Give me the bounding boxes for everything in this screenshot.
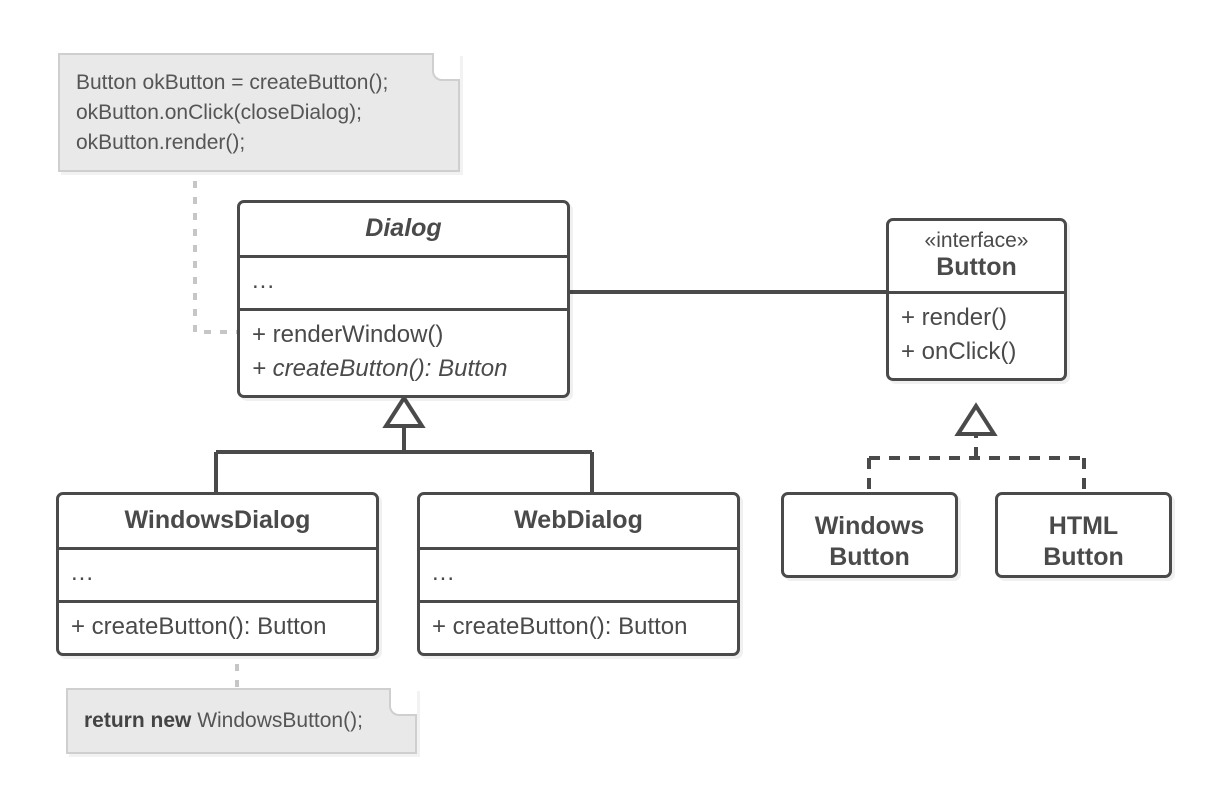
class-title-dialog: Dialog bbox=[240, 203, 567, 258]
class-attributes-web-dialog: ... bbox=[420, 550, 737, 603]
class-methods-windows-dialog: + createButton(): Button bbox=[59, 603, 376, 653]
edge-realization-button bbox=[867, 402, 1086, 492]
class-title-html-button: HTML Button bbox=[998, 495, 1169, 590]
attribute-row: ... bbox=[252, 266, 276, 294]
class-box-web-dialog[interactable]: WebDialog ... + createButton(): Button bbox=[417, 492, 740, 656]
note-line: Button okButton = createButton(); bbox=[76, 71, 389, 94]
method-row: + onClick() bbox=[901, 337, 1017, 365]
note-factory-body: return new WindowsButton(); bbox=[66, 688, 417, 754]
note-line: okButton.render(); bbox=[76, 130, 246, 154]
method-row: + renderWindow() bbox=[252, 320, 444, 348]
class-title-button: «interface» Button bbox=[889, 221, 1064, 294]
note-text: WindowsButton(); bbox=[191, 709, 363, 732]
class-title-line: HTML bbox=[1048, 512, 1119, 540]
class-methods-dialog: + renderWindow() + createButton(): Butto… bbox=[240, 311, 567, 395]
interface-stereotype: «interface» bbox=[924, 229, 1029, 252]
class-box-button[interactable]: «interface» Button + render() + onClick(… bbox=[886, 218, 1067, 381]
class-methods-web-dialog: + createButton(): Button bbox=[420, 603, 737, 653]
method-row: + createButton(): Button bbox=[432, 612, 688, 640]
method-row-abstract: + createButton(): Button bbox=[252, 354, 508, 382]
attribute-row: ... bbox=[432, 558, 456, 586]
generalization-triangle-dialog bbox=[382, 394, 426, 428]
edge-generalization-dialog bbox=[214, 394, 594, 492]
class-title-line: Button bbox=[1043, 543, 1124, 572]
class-title-line: Windows bbox=[814, 512, 925, 540]
note-keyword: return new bbox=[84, 709, 192, 732]
realization-triangle-button bbox=[954, 402, 998, 436]
class-title-web-dialog: WebDialog bbox=[420, 495, 737, 550]
note-client-code: Button okButton = createButton(); okButt… bbox=[58, 53, 460, 173]
note-line: return new WindowsButton(); bbox=[84, 706, 399, 736]
class-attributes-dialog: ... bbox=[240, 258, 567, 311]
method-row: + render() bbox=[901, 303, 1008, 331]
class-title-windows-button: Windows Button bbox=[784, 495, 955, 590]
note-line: okButton.onClick(closeDialog); bbox=[76, 100, 362, 124]
method-row: + createButton(): Button bbox=[71, 612, 327, 640]
class-title-line: Button bbox=[829, 543, 910, 572]
class-box-html-button[interactable]: HTML Button bbox=[995, 492, 1172, 578]
class-title-windows-dialog: WindowsDialog bbox=[59, 495, 376, 550]
class-box-windows-button[interactable]: Windows Button bbox=[781, 492, 958, 578]
class-attributes-windows-dialog: ... bbox=[59, 550, 376, 603]
class-box-dialog[interactable]: Dialog ... + renderWindow() + createButt… bbox=[237, 200, 570, 399]
class-methods-button: + render() + onClick() bbox=[889, 294, 1064, 378]
note-fold-corner-icon bbox=[389, 688, 417, 716]
interface-name: Button bbox=[936, 253, 1017, 282]
attribute-row: ... bbox=[71, 558, 95, 586]
note-fold-corner-icon bbox=[432, 53, 460, 81]
class-box-windows-dialog[interactable]: WindowsDialog ... + createButton(): Butt… bbox=[56, 492, 379, 656]
edge-note-client-code bbox=[193, 165, 238, 334]
